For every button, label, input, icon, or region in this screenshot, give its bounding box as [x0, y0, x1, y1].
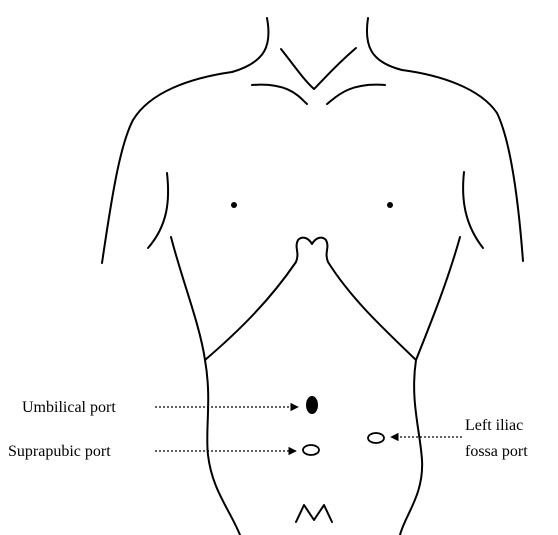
neck-right: [367, 18, 402, 70]
sternal-notch: [281, 48, 356, 89]
left-torso-side: [171, 237, 240, 535]
umbilical-port-label: Umbilical port: [22, 399, 116, 416]
right-nipple: [387, 202, 393, 208]
costal-margin-xiphoid: [205, 238, 416, 360]
left-clavicle: [252, 85, 307, 104]
left-iliac-port-marker: [368, 433, 384, 443]
left-iliac-port-label-line2: fossa port: [465, 443, 528, 460]
right-torso-side: [400, 237, 460, 535]
right-clavicle: [327, 85, 385, 104]
suprapubic-port-label: Suprapubic port: [8, 443, 111, 460]
torso-outline: [102, 18, 523, 535]
neck-left: [232, 18, 269, 72]
left-nipple: [231, 202, 237, 208]
suprapubic-port-marker: [303, 445, 319, 455]
left-inner-arm: [148, 173, 168, 248]
right-shoulder-arm: [402, 70, 523, 261]
left-iliac-port-label-line1: Left iliac: [465, 417, 523, 434]
pubic-mark: [296, 505, 332, 522]
left-shoulder-arm: [102, 72, 232, 263]
right-inner-arm: [463, 172, 483, 248]
umbilical-port-marker: [306, 396, 318, 414]
